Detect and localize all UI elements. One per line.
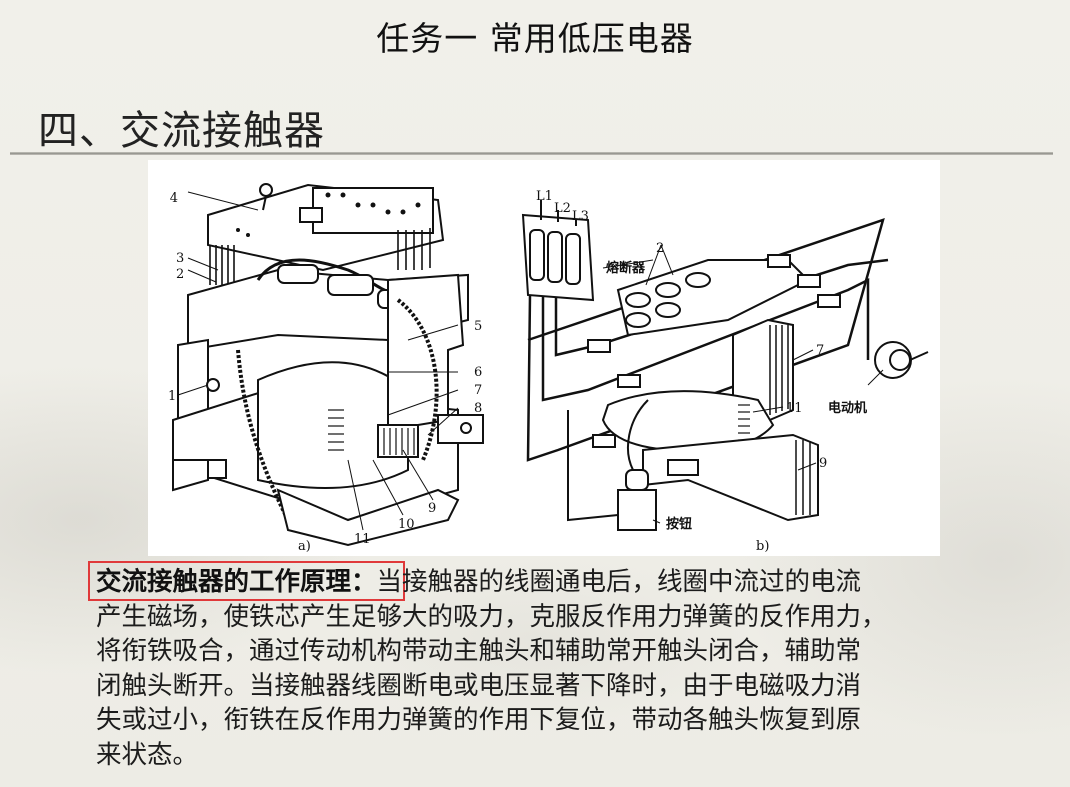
panel-b-drawing (521, 200, 929, 531)
principle-line-1: 交流接触器的工作原理：当接触器的线圈通电后，线圈中流过的电流 (96, 565, 996, 600)
button-label: 按钮 (666, 516, 692, 532)
callout-10: 10 (398, 517, 415, 532)
panel-a-caption: a) (298, 539, 311, 554)
slide-title: 任务一 常用低压电器 (376, 19, 694, 58)
panel-a-callouts: 4 3 2 1 5 6 7 8 9 10 11 a) (168, 191, 482, 554)
contactor-illustration: 4 3 2 1 5 6 7 8 9 10 11 a) (168, 183, 929, 554)
callout-b-7: 7 (816, 343, 824, 358)
principle-line-2: 产生磁场，使铁芯产生足够大的吸力，克服反作用力弹簧的反作用力， (96, 601, 887, 632)
contact-callout-2: 2 (656, 241, 664, 256)
fuse-label: 熔断器 (606, 260, 646, 276)
principle-line-3: 将衔铁吸合，通过传动机构带动主触头和辅助常开触头闭合，辅助常 (96, 636, 862, 666)
contactor-figure: 4 3 2 1 5 6 7 8 9 10 11 a) (148, 160, 940, 556)
principle-highlight-box (88, 561, 405, 601)
callout-6: 6 (474, 365, 482, 380)
callout-b-9: 9 (819, 456, 827, 471)
panel-b-caption: b) (756, 539, 769, 554)
panel-a-drawing (172, 183, 484, 547)
principle-line-4: 闭触头断开。当接触器线圈断电或电压显著下降时，由于电磁吸力消 (96, 670, 862, 701)
phase-l3-label: L3 (572, 209, 589, 224)
principle-paragraph: 交流接触器的工作原理：当接触器的线圈通电后，线圈中流过的电流 产生磁场，使铁芯产… (96, 565, 996, 772)
callout-3: 3 (176, 251, 184, 266)
callout-b-11: 11 (786, 401, 803, 416)
section-heading: 四、交流接触器 (38, 108, 325, 154)
motor-label: 电动机 (828, 400, 867, 416)
callout-7: 7 (474, 383, 482, 398)
callout-9: 9 (428, 501, 436, 516)
callout-1: 1 (168, 389, 176, 404)
panel-b-labels: L1 L2 L3 熔断器 2 7 11 9 电动机 按钮 b) (536, 189, 867, 554)
callout-8: 8 (474, 401, 482, 416)
principle-line-6: 来状态。 (96, 739, 199, 770)
callout-11: 11 (354, 532, 371, 547)
heading-divider (10, 152, 1053, 155)
callout-2: 2 (176, 267, 184, 282)
callout-4: 4 (170, 191, 178, 206)
phase-l1-label: L1 (536, 189, 553, 204)
callout-5: 5 (474, 319, 482, 334)
phase-l2-label: L2 (554, 201, 571, 216)
principle-label: 交流接触器的工作原理： (96, 567, 377, 597)
principle-text-1: 当接触器的线圈通电后，线圈中流过的电流 (376, 567, 862, 597)
principle-line-5: 失或过小，衔铁在反作用力弹簧的作用下复位，带动各触头恢复到原 (96, 705, 862, 735)
